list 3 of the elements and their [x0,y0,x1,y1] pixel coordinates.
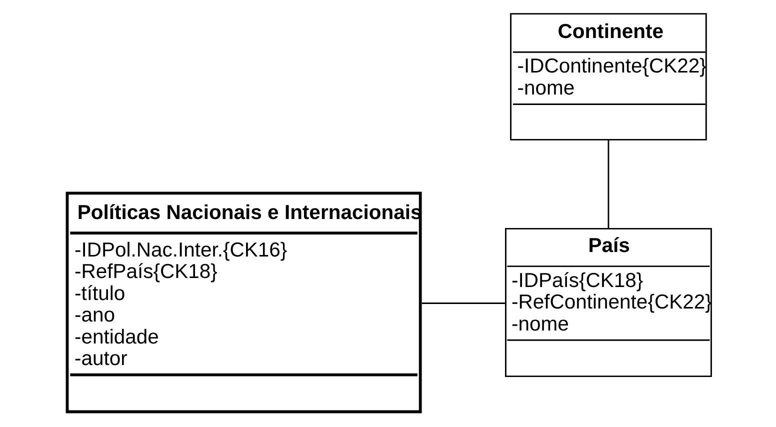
connector [421,302,506,304]
node-box: Políticas Nacionais e Internacionais -IDPol.Nac.Inter.{CK16} -RefPaís{CK18} -título -ano -entidade -autor [65,192,422,414]
connector [607,140,609,228]
